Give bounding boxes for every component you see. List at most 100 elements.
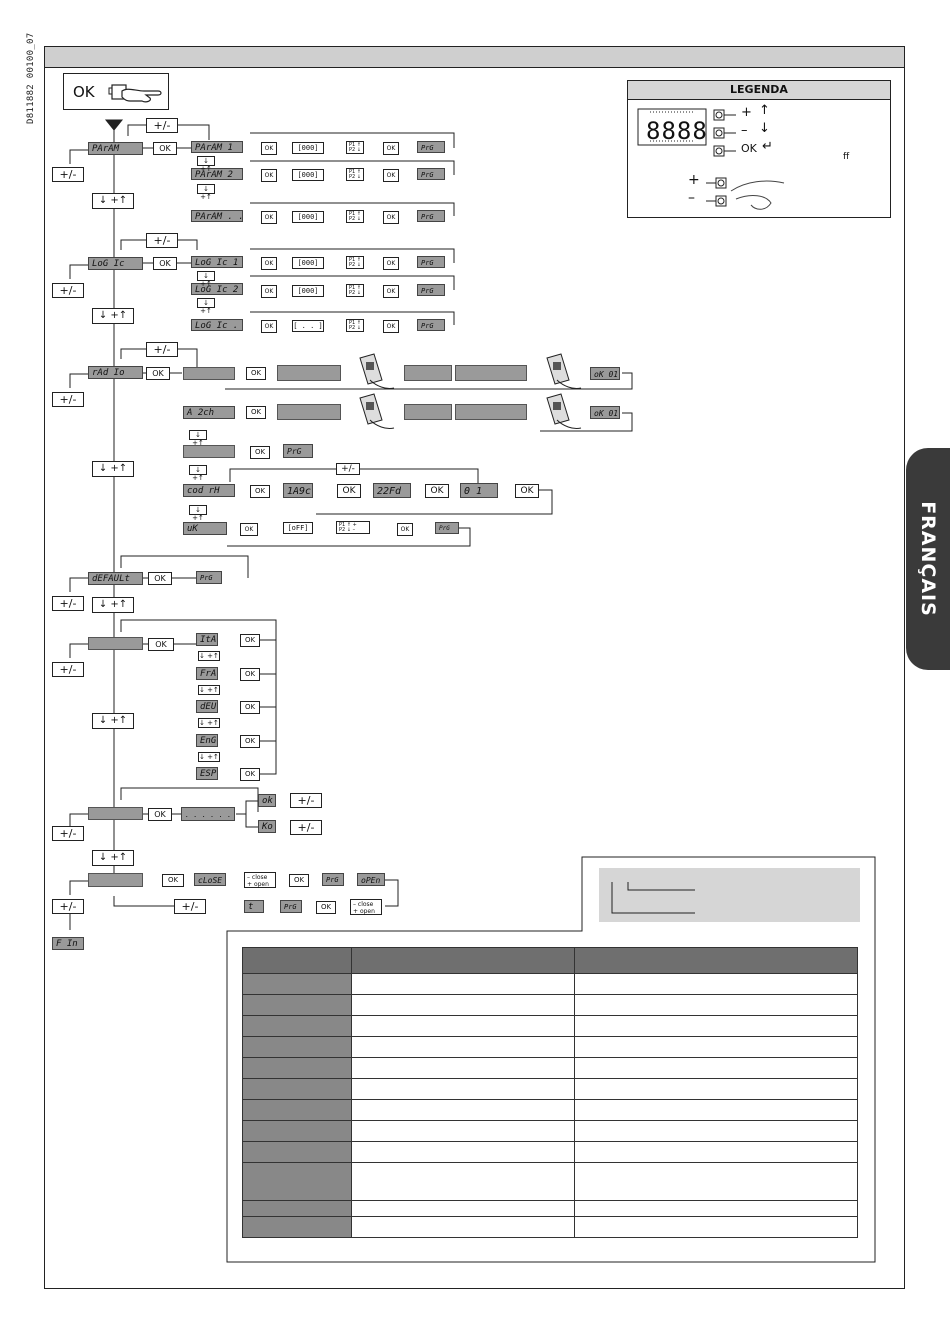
logic-item[interactable]: LoG Ic 2 <box>191 283 243 295</box>
down-up-button[interactable]: ↓ +↑ <box>198 752 220 762</box>
menu-radio[interactable]: rAd Io <box>88 366 143 379</box>
down-up-button[interactable]: ↓ +↑ <box>92 461 134 477</box>
radio-erase-display[interactable] <box>183 445 235 458</box>
plus-minus-button[interactable]: +/- <box>52 899 84 914</box>
down-up-button[interactable]: ↓ +↑ <box>92 713 134 729</box>
ok-button[interactable]: OK <box>246 406 266 419</box>
language-item[interactable]: ItA <box>196 633 218 646</box>
ok-button[interactable]: OK <box>250 485 270 498</box>
radio-code-item[interactable]: cod rH <box>183 484 235 497</box>
radio-2ch-item[interactable]: A 2ch <box>183 406 235 419</box>
ok-button[interactable]: OK <box>153 257 177 270</box>
down-up-button[interactable]: ↓ +↑ <box>197 156 215 173</box>
ok-button[interactable]: OK <box>261 169 277 182</box>
language-item[interactable]: dEU <box>196 700 218 713</box>
ok-button[interactable]: OK <box>316 901 336 914</box>
value-display: [000] <box>292 257 324 269</box>
down-up-button[interactable]: ↓ +↑ <box>92 193 134 209</box>
down-up-button[interactable]: ↓ +↑ <box>197 298 215 315</box>
legend-plus: + <box>741 105 752 120</box>
ok-button[interactable]: OK <box>397 523 413 536</box>
down-up-button[interactable]: ↓ +↑ <box>198 718 220 728</box>
ok-button[interactable]: OK <box>261 285 277 298</box>
ok-button[interactable]: OK <box>383 211 399 224</box>
ok-button[interactable]: OK <box>153 142 177 155</box>
ok-button[interactable]: OK <box>383 320 399 333</box>
ok-button[interactable]: OK <box>148 808 172 821</box>
table-row <box>242 1015 858 1037</box>
plus-minus-button[interactable]: +/- <box>52 596 84 611</box>
down-up-button[interactable]: ↓ +↑ <box>189 430 207 447</box>
menu-stats[interactable] <box>88 873 143 887</box>
ok-button[interactable]: OK <box>246 367 266 380</box>
ok-button[interactable]: OK <box>240 668 260 681</box>
down-up-button[interactable]: ↓ +↑ <box>197 184 215 201</box>
menu-default[interactable]: dEFAULt <box>88 572 143 585</box>
ok-button[interactable]: OK <box>148 572 172 585</box>
logic-item[interactable]: LoG Ic 1 <box>191 256 243 268</box>
param-item[interactable]: PArAM . . . <box>191 210 243 222</box>
ok-button[interactable]: OK <box>425 484 449 498</box>
logic-item[interactable]: LoG Ic . . . <box>191 319 243 331</box>
value-display: [000] <box>292 211 324 223</box>
ok-button[interactable]: OK <box>240 735 260 748</box>
menu-language[interactable] <box>88 637 143 650</box>
prg-display: PrG <box>417 141 445 153</box>
ok-button[interactable]: OK <box>261 142 277 155</box>
param-item[interactable]: PArAM 2 <box>191 168 243 180</box>
ok-button[interactable]: OK <box>240 523 258 536</box>
ok-button[interactable]: OK <box>337 484 361 498</box>
ok-button[interactable]: OK <box>261 257 277 270</box>
menu-logic[interactable]: LoG Ic <box>88 257 143 270</box>
ok-button[interactable]: OK <box>289 874 309 887</box>
down-up-button[interactable]: ↓ +↑ <box>198 651 220 661</box>
plus-minus-button[interactable]: +/- <box>52 283 84 298</box>
down-up-button[interactable]: ↓ +↑ <box>92 850 134 866</box>
menu-end[interactable]: F In <box>52 937 84 950</box>
plus-minus-indicator: P1 ↑P2 ↓ <box>346 319 364 332</box>
radio-1ch-display[interactable] <box>183 367 235 380</box>
menu-param[interactable]: PArAM <box>88 142 143 155</box>
plus-minus-button[interactable]: +/- <box>174 899 206 914</box>
ok-button[interactable]: OK <box>250 446 270 459</box>
ok-button[interactable]: OK <box>383 169 399 182</box>
plus-minus-button[interactable]: +/- <box>146 342 178 357</box>
prg-display: PrG <box>283 444 313 458</box>
ok-button[interactable]: OK <box>383 257 399 270</box>
down-up-button[interactable]: ↓ +↑ <box>189 465 207 482</box>
down-up-button[interactable]: ↓ +↑ <box>197 271 215 288</box>
ok-button[interactable]: OK <box>383 142 399 155</box>
ok-button[interactable]: OK <box>240 634 260 647</box>
down-up-button[interactable]: ↓ +↑ <box>189 505 207 522</box>
param-item[interactable]: PArAM 1 <box>191 141 243 153</box>
ok-button[interactable]: OK <box>146 367 170 380</box>
down-up-button[interactable]: ↓ +↑ <box>92 597 134 613</box>
down-up-button[interactable]: ↓ +↑ <box>198 685 220 695</box>
plus-minus-button[interactable]: +/- <box>290 793 322 808</box>
language-item[interactable]: ESP <box>196 767 218 780</box>
plus-minus-button[interactable]: +/- <box>146 233 178 248</box>
plus-minus-button[interactable]: +/- <box>52 826 84 841</box>
plus-minus-button[interactable]: +/- <box>52 167 84 182</box>
ok-button[interactable]: OK <box>162 874 184 887</box>
plus-minus-button[interactable]: +/- <box>52 392 84 407</box>
down-up-button[interactable]: ↓ +↑ <box>92 308 134 324</box>
ok-button[interactable]: OK <box>261 320 277 333</box>
ok-button[interactable]: OK <box>261 211 277 224</box>
start-box: OK <box>63 73 169 110</box>
plus-minus-button[interactable]: +/- <box>336 463 360 475</box>
menu-autoset[interactable] <box>88 807 143 820</box>
language-item[interactable]: FrA <box>196 667 218 680</box>
ok-button[interactable]: OK <box>148 638 174 651</box>
plus-minus-button[interactable]: +/- <box>52 662 84 677</box>
plus-minus-indicator: P1 ↑P2 ↓ <box>346 168 364 181</box>
radio-uk-item[interactable]: uK <box>183 522 227 535</box>
ok-button[interactable]: OK <box>515 484 539 498</box>
ok-button[interactable]: OK <box>383 285 399 298</box>
ok-button[interactable]: OK <box>240 701 260 714</box>
plus-minus-button[interactable]: +/- <box>146 118 178 133</box>
plus-minus-button[interactable]: +/- <box>290 820 322 835</box>
ok-button[interactable]: OK <box>240 768 260 781</box>
language-item[interactable]: EnG <box>196 734 218 747</box>
table-row <box>242 1200 858 1217</box>
